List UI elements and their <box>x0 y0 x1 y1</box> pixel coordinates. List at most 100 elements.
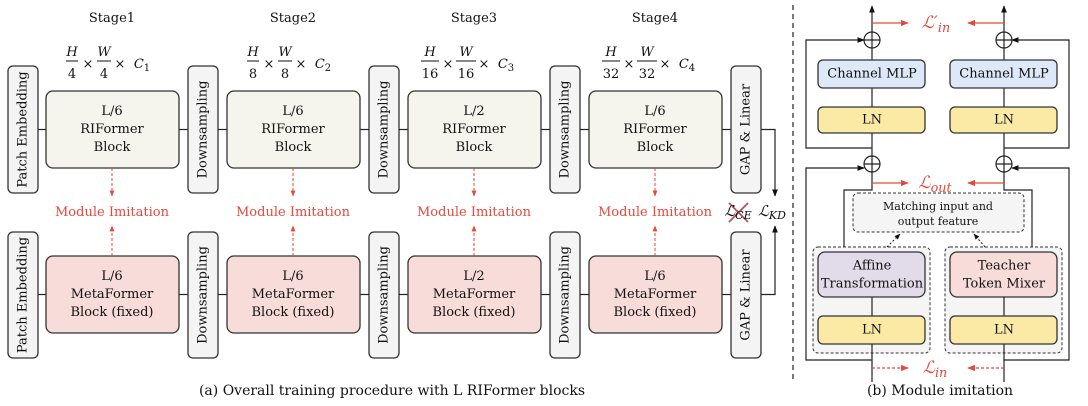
dim-c-index: 4 <box>689 63 695 74</box>
dim-w: W <box>97 45 112 60</box>
metaformer-block-text-line: L/6 <box>101 269 122 284</box>
residual-connection <box>1004 37 1070 149</box>
loss-out-subscript: out <box>931 181 953 196</box>
dim-c-symbol: C <box>315 57 325 72</box>
cross-out-icon <box>728 202 749 223</box>
stage-dimension: H32×W32×C4 <box>602 45 695 82</box>
matching-arrow <box>886 233 901 248</box>
times-sign: × <box>83 57 94 72</box>
metaformer-block-text-line: MetaFormer <box>252 287 335 302</box>
add-icon-cross <box>996 156 1012 172</box>
downsampling-top-label: Downsampling <box>558 81 573 179</box>
dim-c-symbol: C <box>134 57 144 72</box>
teacher-token-mixer-label-line: Token Mixer <box>963 277 1046 292</box>
dim-h: H <box>246 45 259 60</box>
module-imitation-label: Module Imitation <box>417 205 532 220</box>
stage-dimension: H16×W16×C3 <box>421 45 514 82</box>
times-sign: × <box>479 57 490 72</box>
stage-dimension: H8×W8×C2 <box>246 45 331 82</box>
dim-h-div: 8 <box>249 67 257 82</box>
downsampling-top-label: Downsampling <box>377 81 392 179</box>
channel-mlp-label: Channel MLP <box>959 67 1049 82</box>
times-sign: × <box>115 57 126 72</box>
loss-out-symbol: ℒ <box>918 173 931 193</box>
metaformer-block-text-line: L/6 <box>644 269 665 284</box>
loss-in-prime: ℒ′in <box>922 13 950 36</box>
times-sign: × <box>624 57 635 72</box>
metaformer-block-text-line: Block (fixed) <box>252 305 335 320</box>
layer-norm-label: LN <box>862 113 882 128</box>
dim-c-index: 2 <box>325 63 331 74</box>
metaformer-block-text-line: MetaFormer <box>71 287 154 302</box>
layer-norm-label: LN <box>994 323 1014 338</box>
stage-dimension: H 4 ×W 4 × C1 <box>65 45 150 82</box>
channel-mlp-label: Channel MLP <box>827 67 917 82</box>
stage-title: Stage4 <box>632 11 678 26</box>
affine-transformation-label-line: Affine <box>852 259 892 274</box>
metaformer-block-text-line: L/2 <box>463 269 484 284</box>
loss-ce-subscript: CE <box>735 209 751 222</box>
channel-mlp-box <box>817 59 926 89</box>
loss-in-prime-symbol: ℒ′ <box>922 13 938 33</box>
patch-embedding-top-label: Patch Embedding <box>16 71 31 187</box>
dim-c: C2 <box>315 57 331 74</box>
matching-feature-box <box>852 192 1025 233</box>
downsampling-top-label: Downsampling <box>196 81 211 179</box>
module-imitation-label: Module Imitation <box>236 205 351 220</box>
riformer-block-text-line: L/2 <box>463 104 484 119</box>
dim-w-div: 8 <box>281 67 289 82</box>
add-icon-cross <box>864 32 880 48</box>
metaformer-block-text-line: Block (fixed) <box>71 305 154 320</box>
teacher-token-mixer-label-line: Teacher <box>978 259 1031 274</box>
times-sign: × <box>443 57 454 72</box>
downsampling-bottom-label: Downsampling <box>558 246 573 344</box>
dim-h-div: 32 <box>603 67 620 82</box>
kd-arrow-bottom <box>761 225 778 296</box>
riformer-block-text-line: L/6 <box>644 104 665 119</box>
dim-h: H <box>65 45 78 60</box>
add-icon-cross <box>996 32 1012 48</box>
gap-linear-bottom-label: GAP & Linear <box>739 249 754 341</box>
riformer-block-text-line: Block <box>94 140 131 155</box>
riformer-block-text-line: Block <box>637 140 674 155</box>
layer-norm-label: LN <box>994 113 1014 128</box>
residual-connection <box>1003 165 1070 382</box>
downsampling-bottom-label: Downsampling <box>377 246 392 344</box>
riformer-block-text-line: Block <box>275 140 312 155</box>
dim-h: H <box>604 45 617 60</box>
matching-feature-line: output feature <box>898 215 979 228</box>
dim-c-symbol: C <box>498 57 508 72</box>
dim-w: W <box>459 45 474 60</box>
dim-h-div: 4 <box>68 67 76 82</box>
riformer-block-text-line: L/6 <box>101 104 122 119</box>
loss-in-symbol: ℒ <box>923 358 936 378</box>
caption-a: (a) Overall training procedure with L RI… <box>199 383 585 399</box>
dim-w: W <box>640 45 655 60</box>
residual-connection <box>805 37 872 149</box>
dim-c: C4 <box>679 57 695 74</box>
metaformer-block-text-line: MetaFormer <box>433 287 516 302</box>
dim-w-div: 4 <box>100 67 108 82</box>
dim-h: H <box>423 45 436 60</box>
loss-in: ℒin <box>923 358 948 381</box>
loss-out: ℒout <box>918 173 952 196</box>
times-sign: × <box>264 57 275 72</box>
module-imitation-label: Module Imitation <box>55 205 170 220</box>
dim-c-symbol: C <box>679 57 689 72</box>
layer-norm-box <box>817 106 926 134</box>
loss-in-prime-subscript: in <box>938 21 950 36</box>
stage-title: Stage3 <box>451 11 497 26</box>
riformer-block-text-line: RIFormer <box>261 122 325 137</box>
dim-c: C1 <box>134 57 150 74</box>
connector <box>843 172 873 252</box>
residual-connection <box>805 165 873 382</box>
module-imitation-label: Module Imitation <box>598 205 713 220</box>
add-icon-cross <box>864 156 880 172</box>
times-sign: × <box>296 57 307 72</box>
riformer-block-text-line: RIFormer <box>623 122 687 137</box>
riformer-block-text-line: Block <box>456 140 493 155</box>
loss-kd-subscript: KD <box>768 209 786 222</box>
caption-b: (b) Module imitation <box>867 383 1013 399</box>
times-sign: × <box>660 57 671 72</box>
